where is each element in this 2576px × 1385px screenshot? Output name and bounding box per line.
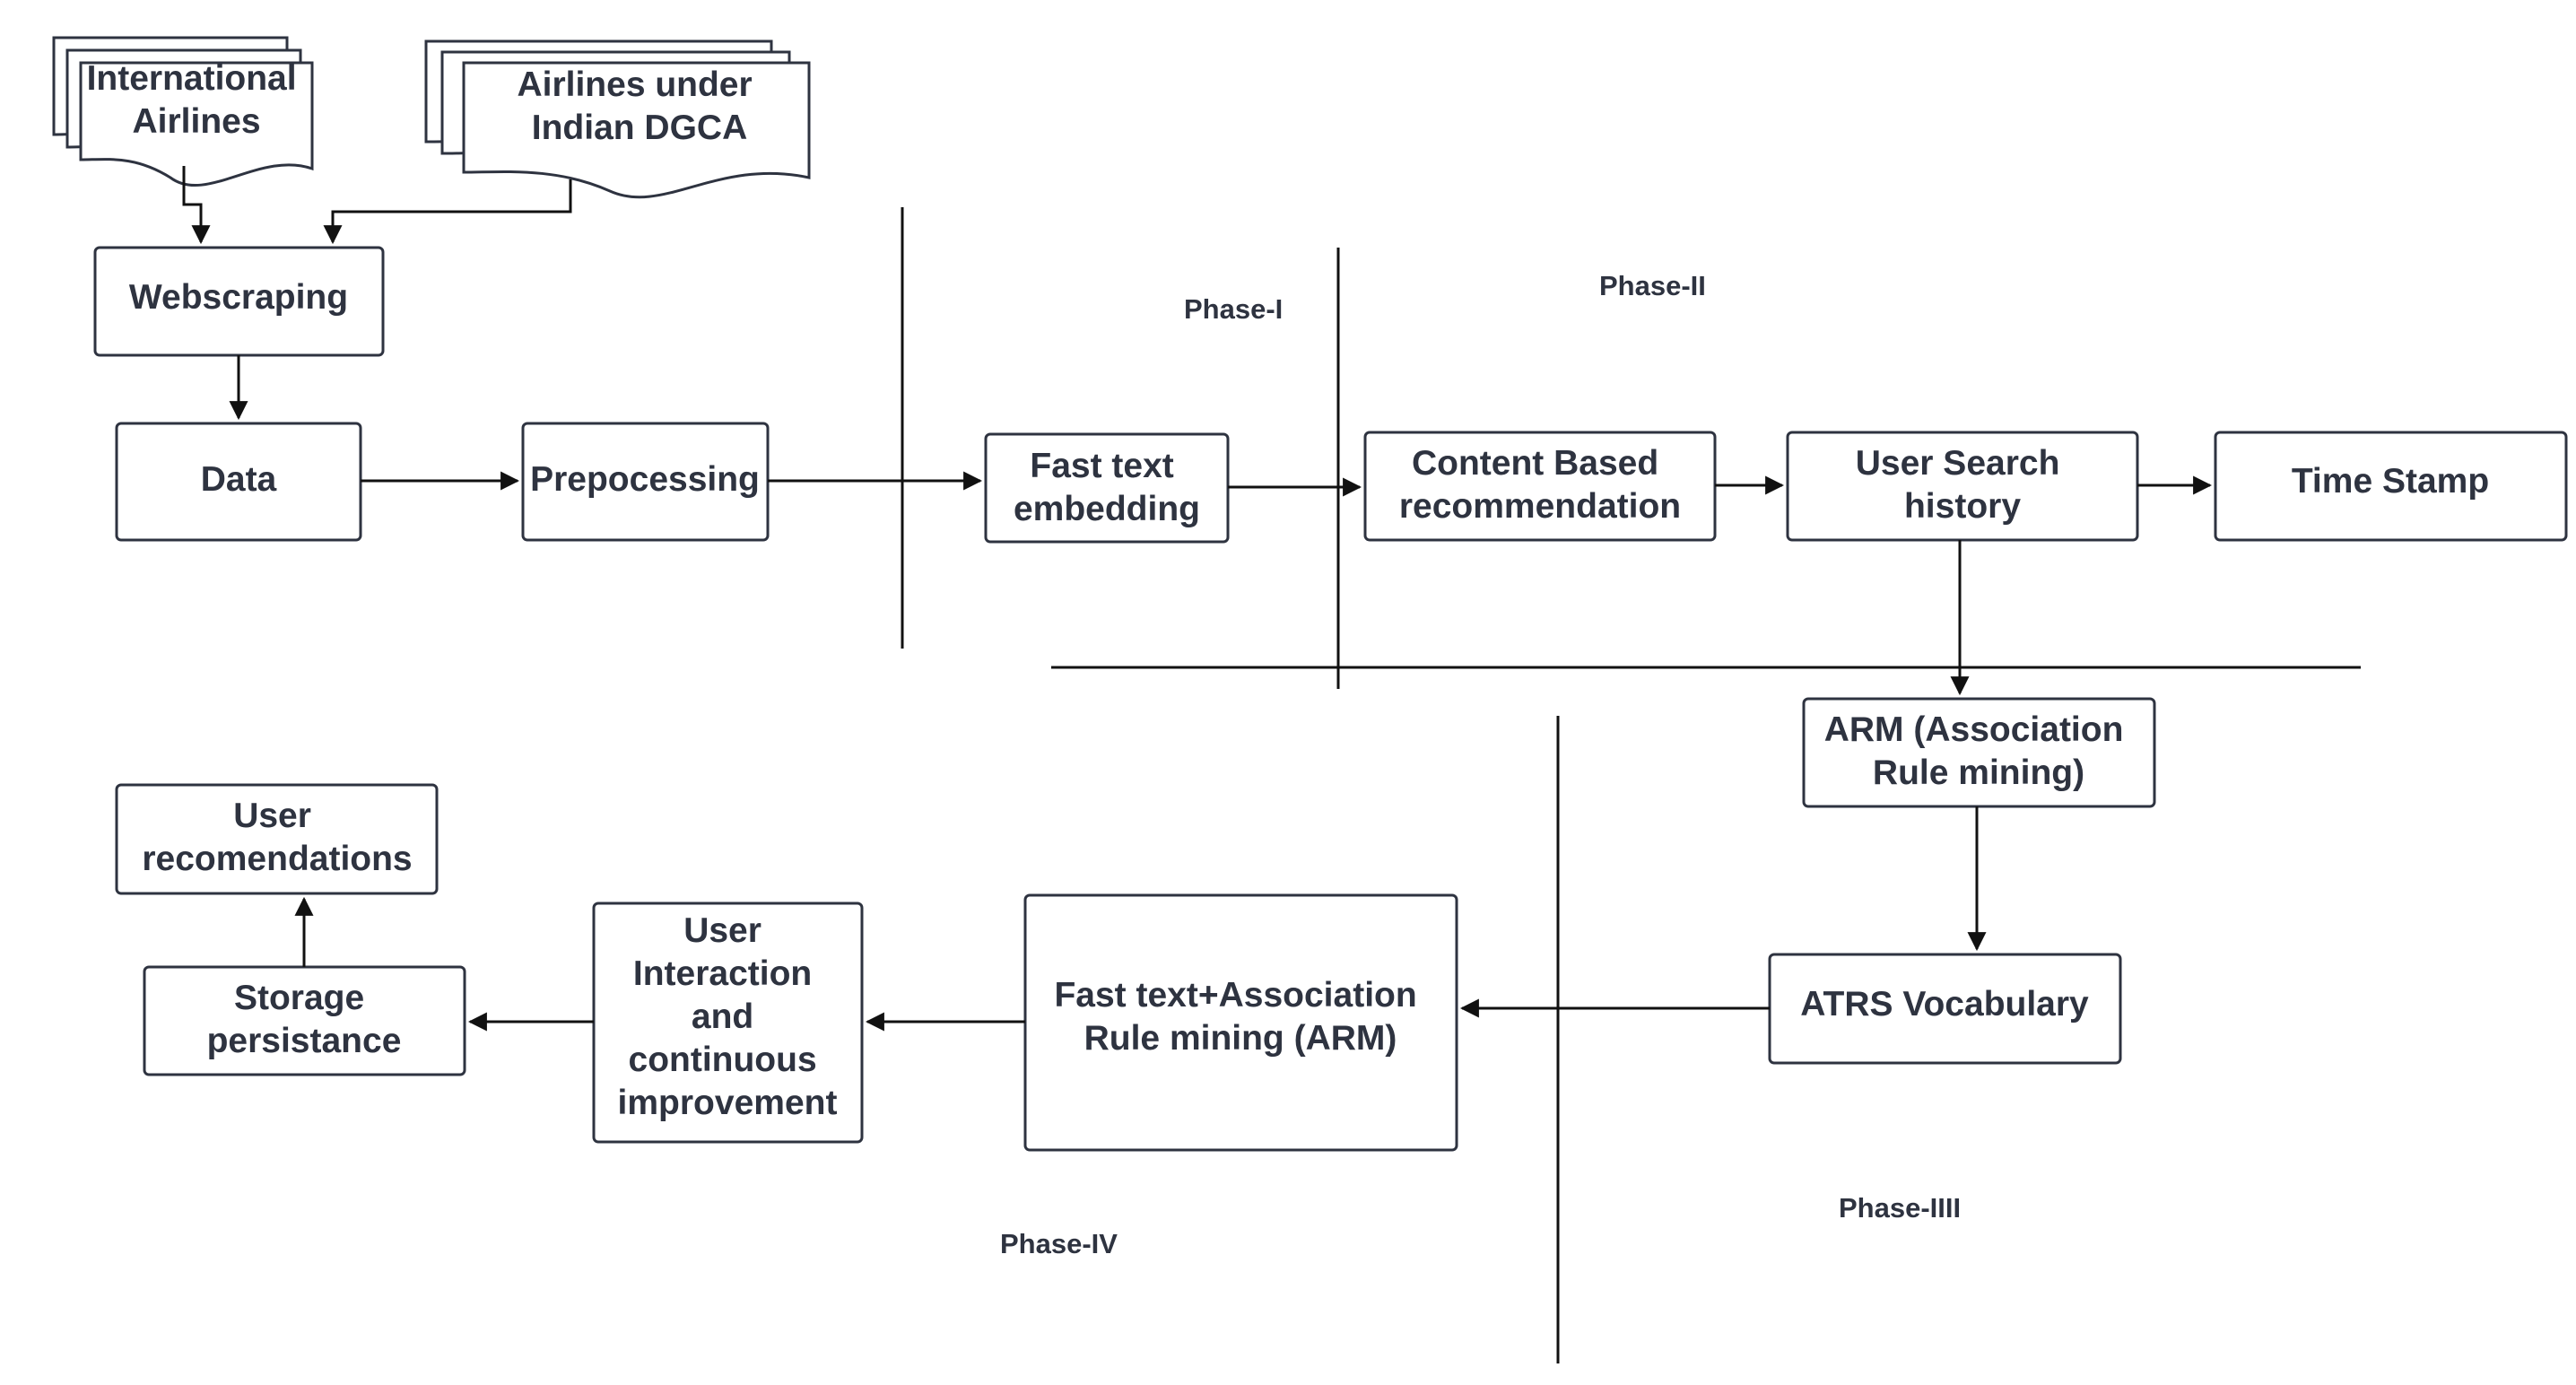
node-user-interaction: User Interaction and continuous improvem… <box>592 902 864 1144</box>
source-international-airlines: International Airlines <box>52 36 314 187</box>
svg-text:User recomendations: User recomendations <box>142 797 412 878</box>
svg-text:ATRS Vocabulary: ATRS Vocabulary <box>1800 985 2089 1024</box>
node-label-line: Airlines <box>132 102 260 141</box>
node-label-line: ATRS Vocabulary <box>1800 985 2089 1024</box>
node-time-stamp: Time Stamp <box>2214 431 2568 542</box>
svg-text:User Search history: User Search history <box>1856 444 2069 526</box>
phase-label-4: Phase-IV <box>1000 1228 1118 1259</box>
node-label-line: Content Based <box>1412 444 1658 483</box>
phase-label-3: Phase-IIII <box>1839 1192 1961 1224</box>
node-data: Data <box>115 422 362 542</box>
node-label-line: Prepocessing <box>530 460 760 499</box>
node-fasttext-embedding: Fast text embedding <box>984 432 1230 544</box>
svg-text:User Interaction a: User Interaction and continuous improvem… <box>618 911 838 1122</box>
node-label-line: improvement <box>618 1084 838 1122</box>
node-label-line: Fast text+Association <box>1054 976 1416 1015</box>
node-label-line: Rule mining (ARM) <box>1084 1019 1397 1058</box>
node-label-line: Data <box>201 460 277 499</box>
node-user-recommendations: User recomendations <box>115 783 439 895</box>
svg-text:Fast text embedding: Fast text embedding <box>1014 447 1200 528</box>
svg-text:International Airlines: International Airlines <box>87 59 307 141</box>
node-label-line: User <box>683 911 761 950</box>
svg-text:ARM (Association Rule mi: ARM (Association Rule mining) <box>1824 710 2134 792</box>
svg-text:Airlines under Indian DG: Airlines under Indian DGCA <box>517 65 761 147</box>
svg-text:Time Stamp: Time Stamp <box>2292 462 2489 501</box>
node-label-line: recommendation <box>1399 487 1681 526</box>
source-airlines-under-indian-dgca: Airlines under Indian DGCA <box>424 39 811 199</box>
node-label-line: Time Stamp <box>2292 462 2489 501</box>
node-label-line: Rule mining) <box>1873 753 2084 792</box>
node-label-line: Fast text <box>1030 447 1173 485</box>
svg-text:Data: Data <box>201 460 277 499</box>
node-atrs-vocabulary: ATRS Vocabulary <box>1768 953 2122 1065</box>
phase-label-2: Phase-II <box>1599 270 1706 301</box>
node-label-line: Indian DGCA <box>532 109 748 147</box>
node-label-line: Airlines under <box>517 65 752 104</box>
node-storage-persistence: Storage persistance <box>143 965 466 1076</box>
node-preprocessing: Prepocessing <box>521 422 770 542</box>
node-label-line: ARM (Association <box>1824 710 2124 749</box>
node-label-line: history <box>1904 487 2021 526</box>
svg-text:Prepocessing: Prepocessing <box>530 460 760 499</box>
node-content-based-recommendation: Content Based recommendation <box>1363 431 1717 542</box>
node-label-line: Interaction <box>633 954 812 993</box>
node-label-line: User <box>233 797 311 835</box>
svg-text:Fast text+Association Ru: Fast text+Association Rule mining (ARM) <box>1054 976 1426 1058</box>
arrow-international-to-webscraping <box>182 166 211 245</box>
node-label-line: embedding <box>1014 490 1200 528</box>
phase-label-1: Phase-I <box>1184 293 1283 325</box>
node-fasttext-arm: Fast text+Association Rule mining (ARM) <box>1023 893 1458 1152</box>
svg-text:Content Based recommenda: Content Based recommendation <box>1399 444 1681 526</box>
node-label-line: Storage <box>234 979 364 1017</box>
svg-text:Webscraping: Webscraping <box>129 278 348 317</box>
node-arm: ARM (Association Rule mining) <box>1802 697 2156 808</box>
node-label-line: continuous <box>629 1041 817 1079</box>
node-label-line: recomendations <box>142 840 412 878</box>
arrow-dgca-to-webscraping <box>323 179 572 245</box>
node-label-line: User Search <box>1856 444 2060 483</box>
node-label-line: International <box>87 59 297 98</box>
svg-text:Storage persistance: Storage persistance <box>207 979 402 1060</box>
node-webscraping: Webscraping <box>93 246 385 357</box>
node-label-line: and <box>692 997 753 1036</box>
node-user-search-history: User Search history <box>1786 431 2139 542</box>
node-label-line: persistance <box>207 1022 402 1060</box>
node-label-line: Webscraping <box>129 278 348 317</box>
